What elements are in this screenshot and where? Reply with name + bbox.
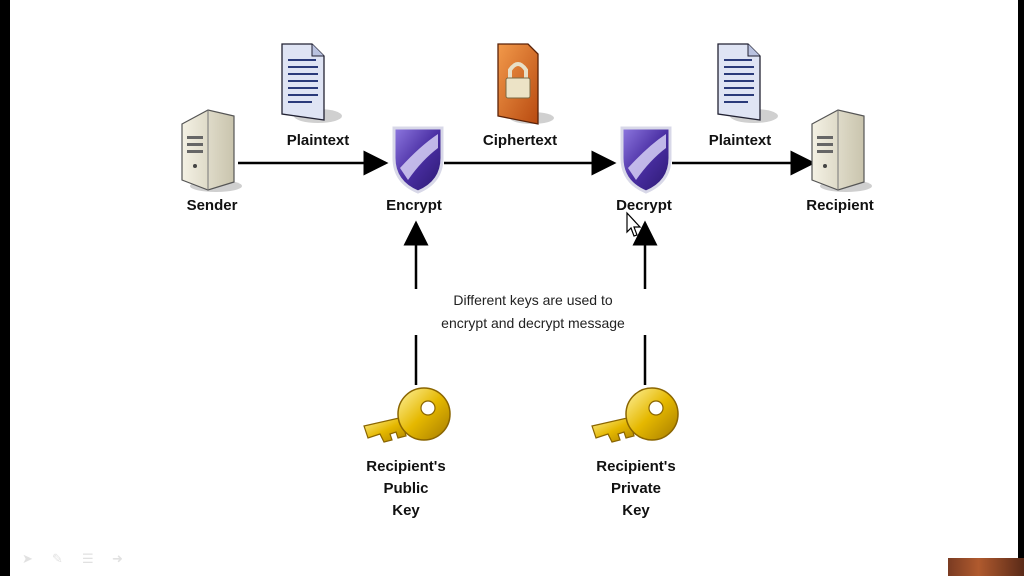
key-difference-note: Different keys are used to encrypt and d… bbox=[406, 289, 660, 335]
shield-icon bbox=[392, 126, 444, 194]
slide: Plaintext Ciphertext Plaintext Sender En… bbox=[10, 0, 1018, 576]
shield-icon bbox=[620, 126, 672, 194]
webcam-thumbnail bbox=[948, 558, 1024, 576]
next-arrow-icon[interactable]: ➜ bbox=[112, 551, 123, 566]
node-label-encrypt: Encrypt bbox=[386, 197, 442, 214]
node-label-decrypt: Decrypt bbox=[616, 197, 672, 214]
edge-label-plaintext-in: Plaintext bbox=[286, 132, 350, 149]
key-icon bbox=[363, 387, 451, 443]
server-icon bbox=[181, 109, 242, 192]
node-label-recipient: Recipient bbox=[806, 197, 874, 214]
key-icon bbox=[591, 387, 679, 443]
edge-label-ciphertext: Ciphertext bbox=[482, 132, 558, 149]
key-label-public: Recipient's Public Key bbox=[366, 458, 446, 519]
node-label-sender: Sender bbox=[186, 197, 238, 214]
document-icon bbox=[281, 43, 342, 123]
pen-icon[interactable]: ✎ bbox=[52, 551, 63, 566]
note-line-2: encrypt and decrypt message bbox=[441, 315, 625, 331]
document-icon bbox=[717, 43, 778, 123]
slide-toolbar: ➤ ✎ ☰ ➜ bbox=[22, 552, 128, 566]
menu-icon[interactable]: ☰ bbox=[82, 551, 94, 566]
mouse-cursor-icon bbox=[626, 211, 642, 237]
note-line-1: Different keys are used to bbox=[453, 292, 613, 308]
pointer-icon[interactable]: ➤ bbox=[22, 551, 33, 566]
key-label-private: Recipient's Private Key bbox=[596, 458, 676, 519]
server-icon bbox=[811, 109, 872, 192]
locked-document-icon bbox=[497, 43, 554, 125]
diagram-canvas bbox=[181, 43, 872, 443]
edge-label-plaintext-out: Plaintext bbox=[708, 132, 772, 149]
